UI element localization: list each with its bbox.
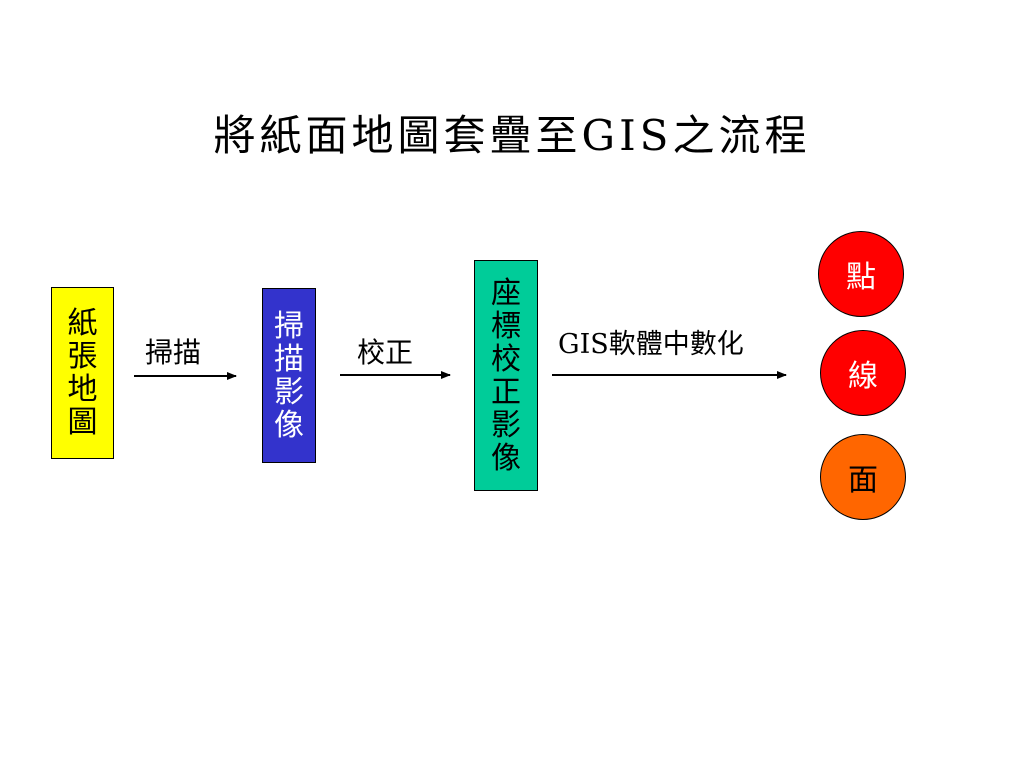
rectified-image-box: 座 標 校 正 影 像 xyxy=(474,260,538,491)
scanned-image-box: 掃 描 影 像 xyxy=(262,288,316,463)
point-output-circle: 點 xyxy=(818,231,904,317)
scanned-image-char: 描 xyxy=(274,341,304,377)
paper-map-char: 張 xyxy=(67,339,98,374)
page-title: 將紙面地圖套疊至GIS之流程 xyxy=(213,111,811,160)
paper-map-char: 地 xyxy=(67,372,98,407)
paper-map-box: 紙 張 地 圖 xyxy=(51,287,114,459)
scanned-image-char: 影 xyxy=(274,374,304,410)
line-output-circle: 線 xyxy=(820,330,906,416)
scanned-image-char: 像 xyxy=(274,407,304,443)
scan-edge-label: 掃描 xyxy=(145,336,202,369)
area-output-circle: 面 xyxy=(820,434,906,520)
paper-map-char: 圖 xyxy=(67,405,98,440)
digitize-edge-label: GIS軟體中數化 xyxy=(558,329,744,360)
rectified-image-char: 像 xyxy=(491,440,521,476)
rectified-image-char: 校 xyxy=(491,341,521,377)
scanned-image-char: 掃 xyxy=(274,308,304,344)
rectified-image-char: 正 xyxy=(491,374,521,410)
rectified-image-char: 影 xyxy=(491,407,521,443)
rectified-image-char: 座 xyxy=(491,275,521,311)
rectify-edge-label: 校正 xyxy=(357,336,414,369)
paper-map-char: 紙 xyxy=(67,306,98,341)
rectified-image-char: 標 xyxy=(491,308,521,344)
